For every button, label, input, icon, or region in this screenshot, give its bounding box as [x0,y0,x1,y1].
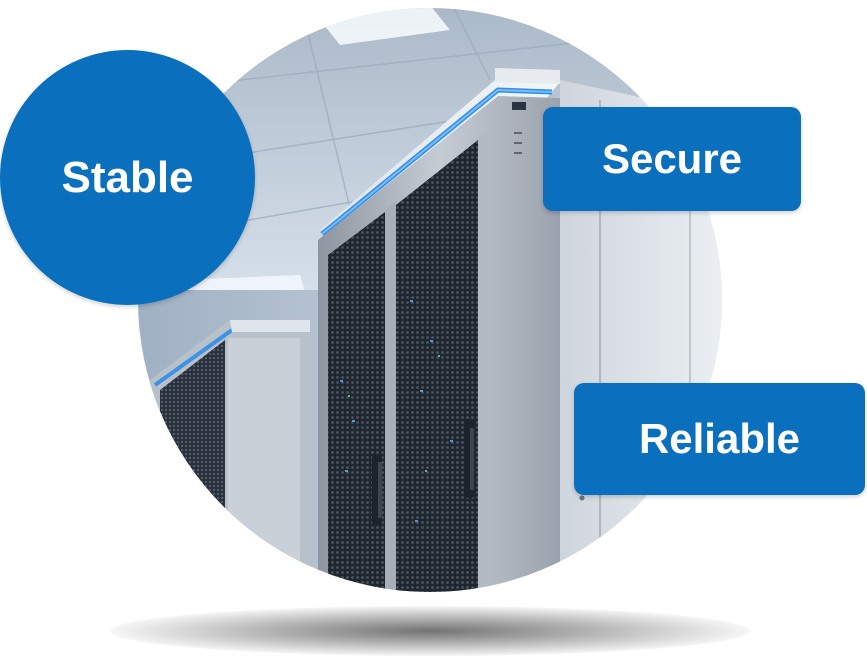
reliable-badge: Reliable [574,383,865,495]
secure-badge: Secure [543,107,801,211]
stable-badge: Stable [0,50,255,305]
floor-shadow [110,606,750,656]
far-server-rack [150,320,310,592]
